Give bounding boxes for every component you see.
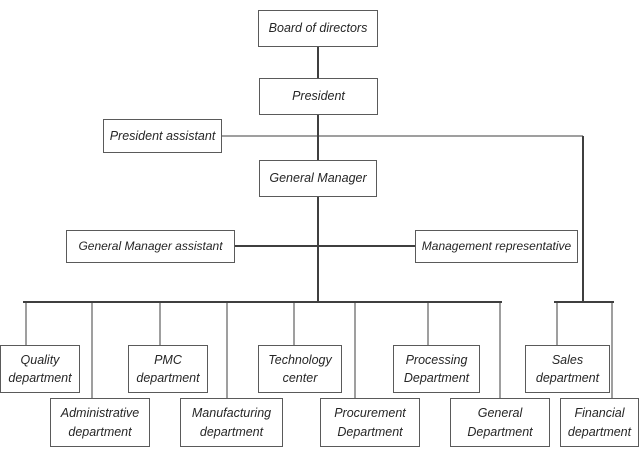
node-label-line2: department [8, 371, 72, 385]
node-general-manager[interactable]: General Manager [259, 160, 377, 197]
node-pmc-department[interactable]: PMC department [128, 345, 208, 393]
node-label-line2: center [282, 371, 318, 385]
node-label-line1: Quality [20, 352, 60, 367]
node-label: Board of directors [268, 21, 368, 36]
node-board-of-directors[interactable]: Board of directors [258, 10, 378, 47]
node-label-line1: Financial [574, 406, 625, 421]
node-processing-department[interactable]: Processing Department [393, 345, 480, 393]
node-label-line1: Technology [268, 352, 332, 367]
node-label-line2: Department [337, 424, 403, 439]
node-president[interactable]: President [259, 78, 378, 115]
node-general-department[interactable]: General Department [450, 398, 550, 447]
node-label-line1: Manufacturing [191, 406, 272, 421]
node-label-line2: department [199, 424, 264, 439]
node-administrative-department[interactable]: Administrative department [50, 398, 150, 447]
node-label-line1: Processing [405, 352, 468, 367]
node-label-line2: department [68, 424, 132, 439]
node-financial-department[interactable]: Financial department [560, 398, 639, 447]
node-manufacturing-department[interactable]: Manufacturing department [180, 398, 283, 447]
node-procurement-department[interactable]: Procurement Department [320, 398, 420, 447]
node-label-line2: department [535, 371, 600, 385]
node-label: President [292, 89, 345, 104]
node-label: General Manager [269, 171, 367, 186]
node-label-line1: General [477, 406, 523, 421]
node-label-line1: Sales [551, 352, 584, 367]
node-label-line1: Procurement [334, 406, 406, 421]
node-quality-department[interactable]: Quality department [0, 345, 80, 393]
node-label: President assistant [109, 128, 216, 143]
node-label-line2: Department [467, 424, 533, 439]
node-label-line1: Administrative [60, 406, 140, 421]
node-label: Management representative [421, 238, 572, 253]
node-president-assistant[interactable]: President assistant [103, 119, 222, 153]
node-label: General Manager assistant [78, 238, 223, 253]
node-sales-department[interactable]: Sales department [525, 345, 610, 393]
node-technology-center[interactable]: Technology center [258, 345, 342, 393]
node-label-line1: PMC [154, 352, 182, 367]
node-general-manager-assistant[interactable]: General Manager assistant [66, 230, 235, 263]
node-label-line2: department [567, 424, 632, 439]
node-label-line2: department [136, 371, 200, 385]
node-label-line2: Department [403, 371, 470, 385]
node-management-representative[interactable]: Management representative [415, 230, 578, 263]
